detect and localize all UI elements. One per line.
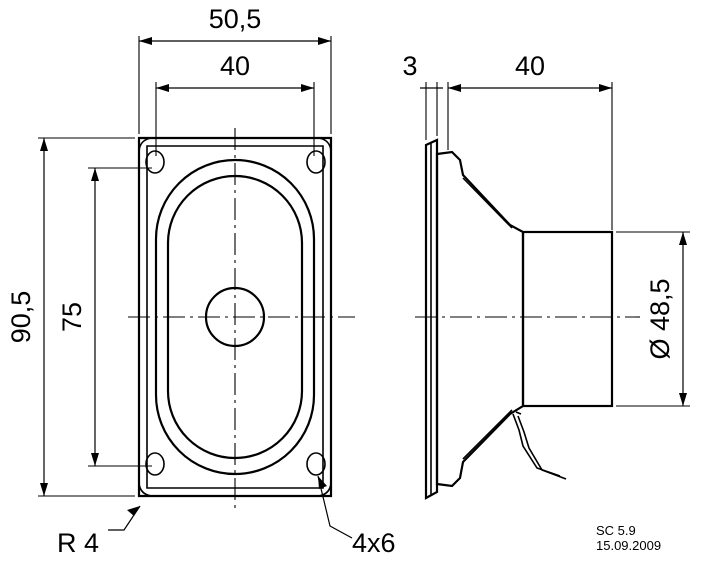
- front-view-dimensions: 50,5 40 90,5 75 R 4: [6, 4, 396, 558]
- corner-radius-bottom-right: [318, 482, 332, 497]
- arrow-75-top: [91, 168, 99, 181]
- arrow-40-front-right: [301, 84, 314, 92]
- arrow-40-front-left: [156, 84, 169, 92]
- terminal-tab: [515, 411, 522, 415]
- corner-radius-top-left: [138, 137, 152, 152]
- arrow-75-bottom: [91, 453, 99, 466]
- leader-line-holes: [317, 475, 353, 539]
- dim-label-width-inner: 40: [220, 51, 250, 81]
- corner-radius-bottom-left: [138, 482, 152, 497]
- corner-radius-top-right: [318, 137, 332, 152]
- side-cone-upper-line: [462, 177, 513, 229]
- side-view: [415, 138, 640, 500]
- front-flange-inner-edge: [146, 145, 324, 489]
- note-drawing-code: SC 5.9: [596, 523, 636, 538]
- side-magnet-body: [521, 230, 614, 408]
- dim-label-height-inner: 75: [57, 302, 87, 332]
- dim-label-mounting-holes: 4x6: [352, 528, 396, 558]
- arrow-505-left: [139, 37, 152, 45]
- dim-label-height-flange: 90,5: [6, 291, 36, 344]
- arrow-905-top: [40, 138, 48, 151]
- arrow-40-side-right: [599, 84, 612, 92]
- front-view: [128, 128, 355, 510]
- side-front-plate: [424, 138, 439, 500]
- dim-label-corner-radius: R 4: [57, 528, 99, 558]
- arrow-905-bottom: [40, 483, 48, 496]
- side-cone-lower-line: [462, 409, 513, 460]
- arrow-40-side-left: [448, 84, 461, 92]
- side-view-dimensions: 3 40 Ø 48,5: [402, 51, 690, 407]
- dim-label-diameter: Ø 48,5: [645, 278, 675, 359]
- dim-label-width-flange: 50,5: [209, 4, 262, 34]
- mounting-hole-bottom-left: [145, 452, 165, 476]
- arrow-radius: [127, 506, 140, 516]
- dim-label-front-plate: 3: [402, 51, 417, 81]
- mounting-hole-bottom-right: [306, 452, 326, 476]
- arrow-dia-top: [679, 232, 687, 245]
- drawing-notes: SC 5.9 15.09.2009: [596, 523, 661, 553]
- arrow-dia-bottom: [679, 393, 687, 406]
- arrow-505-right: [318, 37, 331, 45]
- dim-label-depth: 40: [515, 51, 545, 81]
- arrow-holes: [318, 476, 327, 489]
- mounting-hole-top-left: [145, 150, 165, 174]
- side-basket-profile: [435, 150, 525, 488]
- terminal-lead-lower: [517, 415, 567, 480]
- note-drawing-date: 15.09.2009: [596, 538, 661, 553]
- mounting-hole-top-right: [306, 150, 326, 174]
- front-flange-outline: [137, 136, 333, 498]
